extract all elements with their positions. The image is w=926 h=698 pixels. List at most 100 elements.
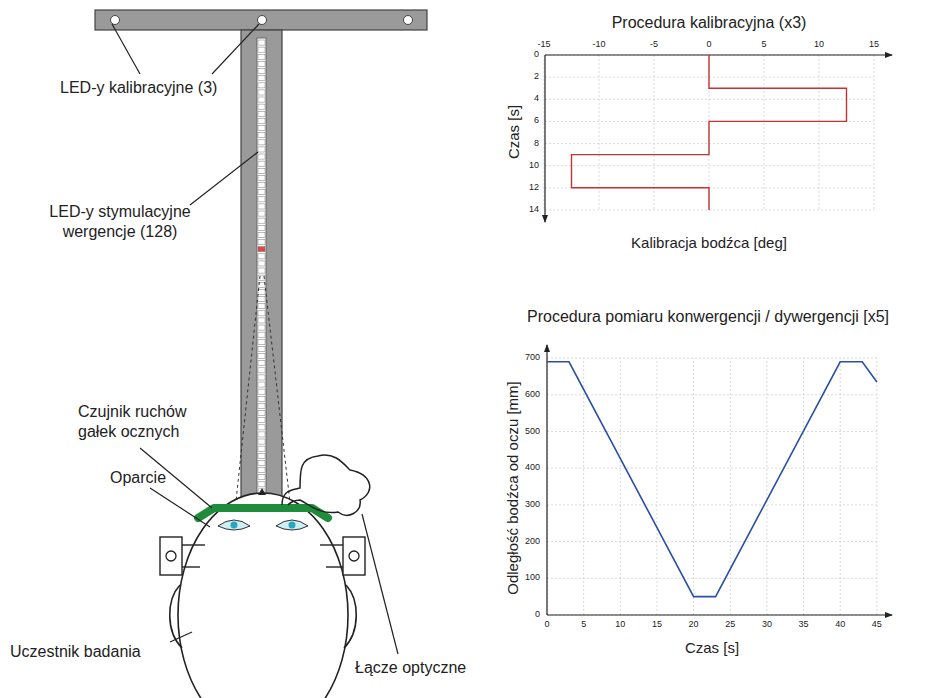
stimulus-led	[258, 361, 265, 366]
stimulus-led	[258, 432, 265, 437]
stimulus-led	[258, 489, 265, 494]
tick-label: 0	[534, 49, 539, 60]
stimulus-led	[258, 183, 265, 188]
stimulus-led	[258, 297, 265, 302]
stimulus-led	[258, 147, 265, 152]
stimulus-led	[258, 382, 265, 387]
stimulus-led	[258, 368, 265, 373]
tick-label: 15	[869, 39, 879, 50]
tick-label: 200	[525, 536, 540, 547]
grid-line	[876, 358, 877, 615]
grid-line	[874, 55, 875, 210]
sight-line	[234, 276, 260, 520]
stimulus-led	[258, 97, 265, 102]
head	[178, 493, 348, 698]
stimulus-led	[258, 453, 265, 458]
distance-trace	[547, 362, 877, 597]
nose	[258, 488, 266, 495]
tick-label: 15	[652, 619, 662, 630]
grid-line	[819, 55, 820, 210]
stimulus-led	[258, 168, 265, 173]
stimulus-led	[258, 90, 265, 95]
axis	[545, 54, 892, 55]
tick-label: 400	[525, 463, 540, 474]
tick-label: -15	[537, 39, 550, 50]
stimulus-led	[258, 318, 265, 323]
stimulus-led	[258, 54, 265, 59]
grid-line	[547, 504, 877, 505]
tick-label: 0	[544, 619, 549, 630]
tick-label: 20	[689, 619, 699, 630]
stimulus-led	[258, 126, 265, 131]
grid-line	[544, 55, 545, 210]
axis-label: Kalibracja bodźca [deg]	[631, 234, 787, 253]
grid-line	[599, 55, 600, 210]
callout-label: Uczestnik badania	[10, 642, 141, 662]
calibration-led	[258, 16, 267, 25]
tick-label: 8	[534, 138, 539, 149]
stimulus-led	[258, 225, 265, 230]
stimulus-led	[258, 482, 265, 487]
stimulus-led	[258, 460, 265, 465]
tick-label: 100	[525, 573, 540, 584]
chart-title: Procedura pomiaru konwergencji / dywerge…	[527, 307, 889, 327]
tick-label: 0	[706, 39, 711, 50]
calibration-trace	[572, 55, 847, 210]
ear	[170, 585, 182, 648]
tick-label: 4	[534, 94, 539, 105]
sight-line	[264, 276, 292, 520]
stimulus-led	[258, 61, 265, 66]
stimulus-led	[258, 446, 265, 451]
chart-title: Procedura kalibracyjna (x3)	[612, 13, 807, 33]
tick-label: -5	[650, 39, 658, 50]
led-strip	[257, 38, 266, 498]
stimulus-led	[258, 325, 265, 330]
stimulus-led	[258, 118, 265, 123]
tick-label: -10	[592, 39, 605, 50]
stimulus-led	[258, 396, 265, 401]
stimulus-led	[258, 475, 265, 480]
stimulus-led	[258, 289, 265, 294]
tick-label: 600	[525, 389, 540, 400]
stimulus-led	[258, 211, 265, 216]
eye	[218, 520, 250, 530]
stimulus-led	[258, 403, 265, 408]
tick-label: 12	[529, 182, 539, 193]
calibration-led	[404, 16, 413, 25]
tick-label: 10	[615, 619, 625, 630]
tick-label: 5	[761, 39, 766, 50]
stimulus-led	[258, 197, 265, 202]
grid-line	[620, 358, 621, 615]
stimulus-led	[258, 411, 265, 416]
grid-line	[764, 55, 765, 210]
grid-line	[730, 358, 731, 615]
stimulus-bar	[241, 30, 282, 500]
axis-label: Czas [s]	[505, 105, 524, 159]
headrest	[160, 537, 182, 575]
tick-label: 5	[581, 619, 586, 630]
callout-label: Oparcie	[110, 468, 166, 488]
axis	[547, 614, 892, 615]
stimulus-led	[258, 468, 265, 473]
tick-label: 30	[762, 619, 772, 630]
stimulus-led	[258, 339, 265, 344]
headrest	[343, 537, 365, 575]
stimulus-led	[258, 190, 265, 195]
callout-label: LED-y stymulacyjne wergencje (128)	[45, 202, 195, 242]
axis	[546, 345, 547, 615]
tick-label: 6	[534, 116, 539, 127]
stimulus-led	[258, 47, 265, 52]
ear	[344, 585, 356, 648]
grid-line	[547, 578, 877, 579]
stimulus-led	[258, 346, 265, 351]
tick-label: 45	[872, 619, 882, 630]
stimulus-led	[258, 218, 265, 223]
stimulus-led	[258, 332, 265, 337]
stimulus-led	[258, 140, 265, 145]
grid-line	[547, 431, 877, 432]
eye	[276, 520, 308, 530]
stimulus-led	[258, 104, 265, 109]
stimulus-led	[258, 83, 265, 88]
stimulus-led	[258, 175, 265, 180]
